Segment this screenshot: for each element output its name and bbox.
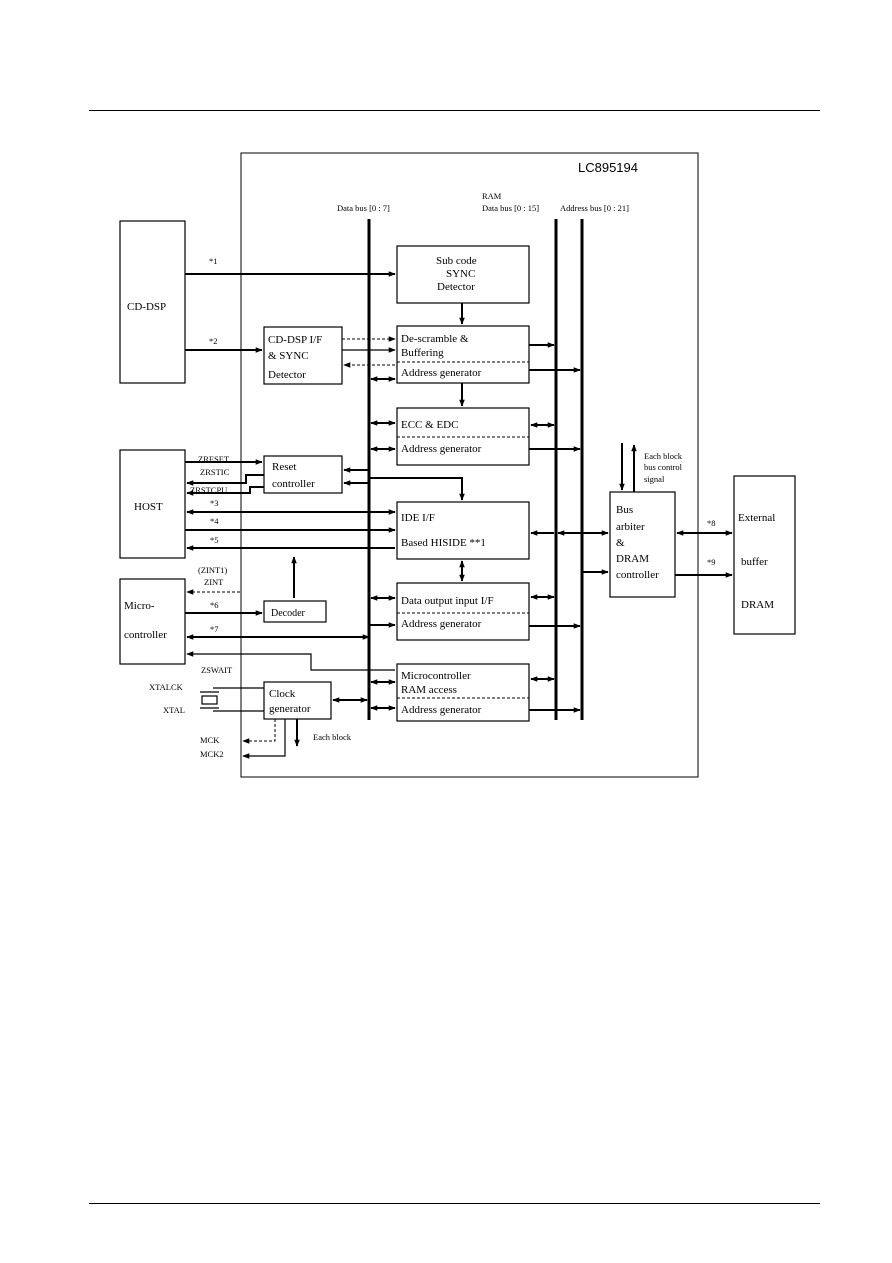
chip-name: LC895194 [578, 160, 638, 175]
ram-data-bus-label: Data bus [0 : 15] [482, 203, 539, 213]
data-output-box [396, 582, 530, 641]
ide-label-1: IDE I/F [401, 512, 435, 524]
clock-generator-box [263, 681, 332, 720]
sig-8: *8 [707, 518, 716, 528]
wire-mck2 [242, 719, 286, 759]
ext-label-2: buffer [741, 556, 768, 568]
wire-zswait [186, 651, 395, 671]
sig-zrstic: ZRSTIC [200, 467, 230, 477]
sig-mck2: MCK2 [200, 749, 224, 759]
host-label: HOST [134, 501, 163, 513]
bus-ctrl-label-3: signal [644, 474, 665, 484]
sig-zswait: ZSWAIT [201, 665, 233, 675]
microcontroller-box [119, 578, 186, 665]
ide-label-2: Based HISIDE **1 [401, 537, 486, 549]
sig-1: *1 [209, 256, 218, 266]
reset-controller-box [263, 455, 343, 494]
wire-mck [242, 719, 276, 744]
descramble-box [396, 325, 530, 384]
bus-arbiter-box [609, 491, 676, 598]
crystal-icon [201, 695, 218, 705]
bus-arb-label-2: arbiter [616, 521, 645, 533]
ram-label: RAM [482, 191, 502, 201]
data-output-label: Data output input I/F [401, 595, 494, 607]
data-bus-label: Data bus [0 : 7] [337, 203, 390, 213]
sig-zint1: (ZINT1) [198, 565, 227, 575]
subcode-label-3: Detector [437, 281, 475, 293]
clock-label-2: generator [269, 703, 311, 715]
subcode-label-2: SYNC [446, 268, 475, 280]
mcu-ram-label-1: Microcontroller [401, 670, 471, 682]
cd-dsp-box [119, 220, 186, 384]
sig-mck: MCK [200, 735, 220, 745]
reset-label-2: controller [272, 478, 315, 490]
cddsp-if-label-2: & SYNC [268, 350, 309, 362]
sig-3: *3 [210, 498, 219, 508]
ext-label-3: DRAM [741, 599, 774, 611]
decoder-label: Decoder [271, 608, 306, 619]
wire-zrstcpu [186, 486, 264, 496]
mcu-ram-label-2: RAM access [401, 684, 457, 696]
micro-label-2: controller [124, 629, 167, 641]
sig-2: *2 [209, 336, 218, 346]
cddsp-if-box [263, 326, 343, 385]
decoder-box [263, 600, 327, 623]
descramble-addr-gen: Address generator [401, 367, 482, 379]
subcode-sync-detector-box [396, 245, 530, 304]
ecc-label: ECC & EDC [401, 419, 458, 431]
sig-6: *6 [210, 600, 219, 610]
mcu-ram-addr-gen: Address generator [401, 704, 482, 716]
sig-zreset: ZRESET [198, 454, 230, 464]
cddsp-if-label-3: Detector [268, 369, 306, 381]
sig-zrstcpu: ZRSTCPU [190, 485, 227, 495]
bus-arb-label-3: & [616, 537, 625, 549]
sig-9: *9 [707, 557, 716, 567]
mcu-ram-access-box [396, 663, 530, 722]
bus-arb-label-1: Bus [616, 504, 633, 516]
sig-xtal: XTAL [163, 705, 185, 715]
address-bus-label: Address bus [0 : 21] [560, 203, 629, 213]
clock-label-1: Clock [269, 688, 296, 700]
micro-label-1: Micro- [124, 600, 155, 612]
bus-ctrl-label-2: bus control [644, 462, 683, 472]
sig-each-block: Each block [313, 732, 352, 742]
data-output-addr-gen: Address generator [401, 618, 482, 630]
ide-if-box [396, 501, 530, 560]
subcode-label-1: Sub code [436, 255, 477, 267]
reset-label-1: Reset [272, 461, 296, 473]
top-rule [89, 110, 820, 111]
wire-bus-to-ide [369, 477, 465, 501]
bus-arb-label-4: DRAM [616, 553, 649, 565]
external-dram-box [733, 475, 796, 635]
bottom-rule [89, 1203, 820, 1204]
descramble-label-2: Buffering [401, 347, 444, 359]
bus-ctrl-label-1: Each block [644, 451, 683, 461]
cd-dsp-label: CD-DSP [127, 301, 166, 313]
ext-label-1: External [738, 512, 775, 524]
bus-arb-label-5: controller [616, 569, 659, 581]
ecc-addr-gen: Address generator [401, 443, 482, 455]
sig-7: *7 [210, 624, 219, 634]
sig-xtalck: XTALCK [149, 682, 184, 692]
sig-4: *4 [210, 516, 219, 526]
sig-5: *5 [210, 535, 219, 545]
host-box [119, 449, 186, 559]
sig-zint: ZINT [204, 577, 224, 587]
cddsp-if-label-1: CD-DSP I/F [268, 334, 322, 346]
wire-zrstic [186, 474, 264, 486]
descramble-label-1: De-scramble & [401, 333, 469, 345]
chip-outline [240, 152, 699, 778]
